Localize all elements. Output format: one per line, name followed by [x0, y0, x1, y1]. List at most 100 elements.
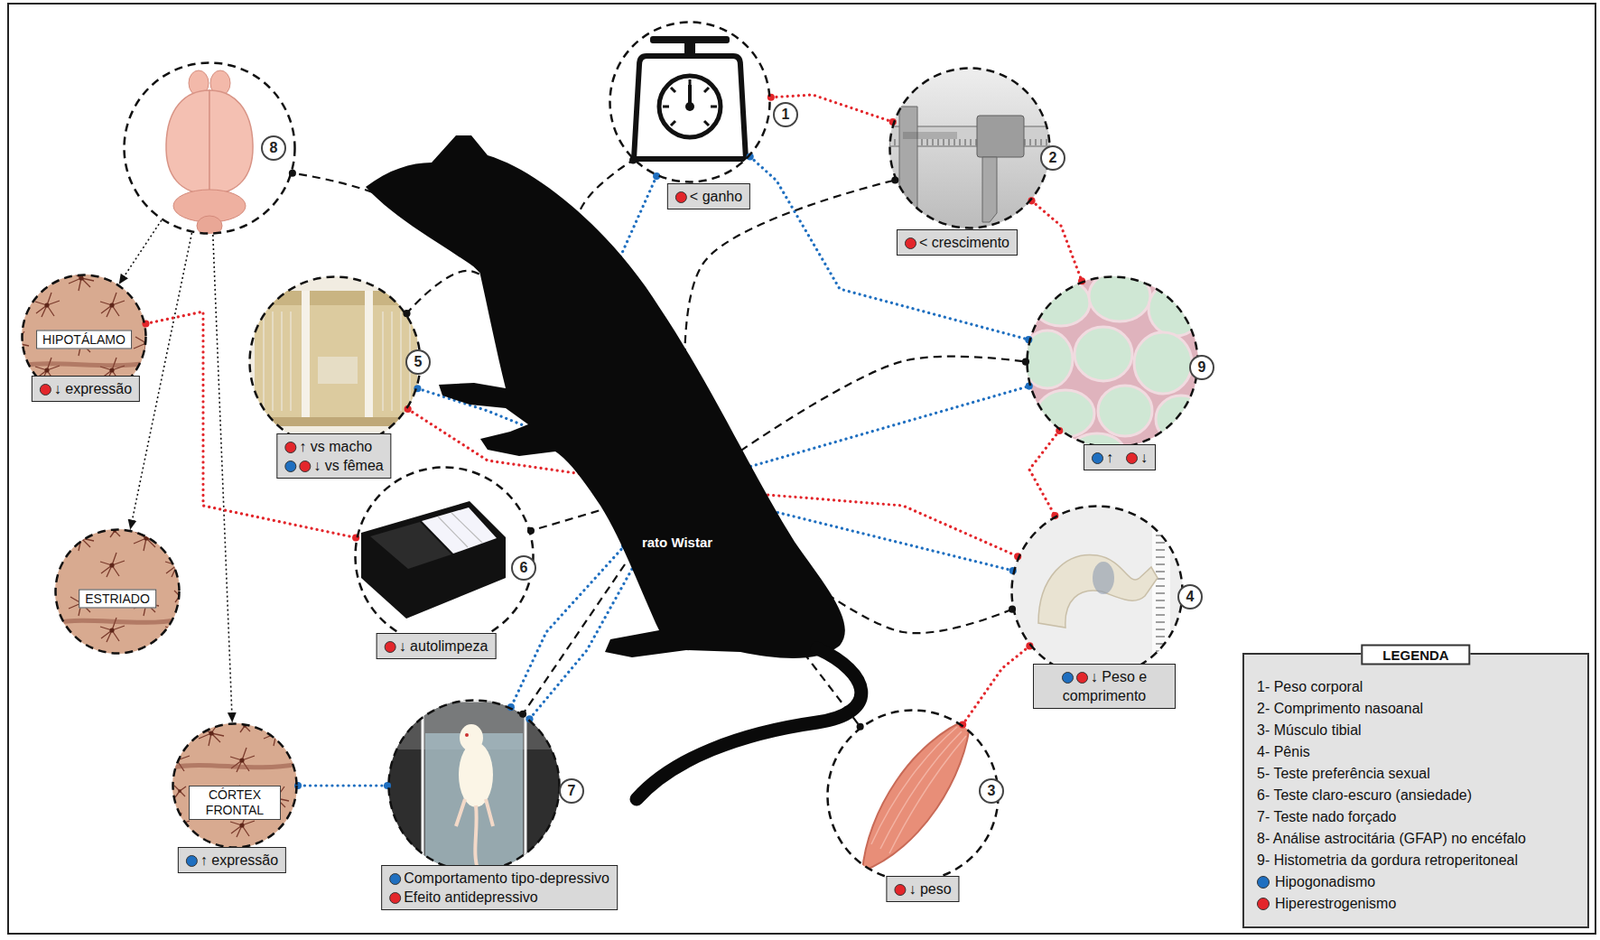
forced-swim-photo: [422, 700, 526, 882]
legend-swatch: [1256, 897, 1270, 911]
muscle-icon: [821, 704, 1007, 890]
region-circle: CÓRTEX FRONTAL↑ expressão: [171, 722, 298, 849]
circle-outline: [890, 68, 1051, 229]
scale-icon: [650, 36, 730, 44]
caption-line: ↑ vs macho: [284, 437, 383, 456]
caption-item: ↓ vs fêmea: [284, 457, 383, 474]
caption-item: ↓: [1125, 449, 1148, 466]
photo-circle: 8: [122, 61, 297, 235]
callout-circle: 7Comportamento tipo-depressivoEfeito ant…: [387, 698, 561, 873]
group-dot: [389, 873, 401, 885]
group-dot: [298, 460, 311, 473]
circle-outline: [608, 20, 772, 184]
circle-outline: [355, 467, 534, 646]
caliper-photo: [902, 131, 958, 140]
dotted-connector: [1029, 430, 1060, 516]
dotted-connector: [1032, 200, 1083, 281]
callout-circle: 2< crescimento: [888, 66, 1052, 230]
adipocyte-micrograph: [1022, 270, 1207, 470]
dashed-connector: [729, 356, 1026, 459]
preference-box-photo: [317, 356, 358, 384]
light-dark-box-photo: [352, 465, 538, 651]
caliper-photo: [899, 106, 918, 223]
caption-line: ↓ expressão: [39, 379, 132, 399]
legend-row: 1- Peso corporal: [1256, 676, 1575, 698]
group-dot: [186, 855, 198, 867]
caption-line: ↓ vs fêmea: [284, 455, 383, 475]
caption-text: ↓ expressão: [54, 381, 132, 397]
astrocyte-micrograph: [54, 619, 181, 624]
callout-circle: 3↓ peso: [826, 708, 1000, 883]
preference-box-photo: [254, 290, 418, 427]
adipocyte-micrograph: [1155, 395, 1207, 443]
circle-outline: [173, 724, 298, 848]
group-dot: [284, 441, 297, 454]
caption-box: < ganho: [667, 183, 751, 210]
forced-swim-photo: [458, 742, 494, 808]
muscle-icon: [871, 726, 967, 854]
scale-icon: [633, 36, 746, 159]
penis-photo: [1152, 505, 1171, 687]
penis-photo: [1006, 501, 1192, 687]
dotted-connector: [750, 156, 1030, 340]
dotted-connector: [729, 386, 1030, 474]
group-dot: [893, 883, 906, 896]
light-dark-box-photo: [421, 507, 497, 554]
legend-row: 4- Pênis: [1256, 741, 1575, 763]
circle-outline: [826, 708, 1000, 883]
adipocyte-micrograph: [1097, 385, 1153, 437]
caliper-photo: [884, 63, 1057, 235]
caption-text: Efeito antidepressivo: [403, 889, 539, 905]
caption-line: Comportamento tipo-depressivo: [389, 868, 610, 888]
region-circle: ESTRIADO: [54, 528, 181, 655]
scale-icon: [633, 55, 746, 159]
forced-swim-photo: [465, 733, 469, 737]
dotted-connector: [297, 783, 388, 787]
caption-text: ↓ Peso e comprimento: [1062, 669, 1147, 704]
callout-number: 7: [558, 778, 585, 804]
caption-text: ↑ expressão: [200, 852, 279, 868]
circle-outline: [888, 66, 1052, 230]
circle-outline: [1025, 275, 1200, 449]
scale-icon: [685, 102, 695, 112]
dashed-connector: [522, 564, 625, 715]
adipocyte-micrograph: [1134, 332, 1192, 394]
caption-item: ↑: [1091, 449, 1114, 466]
legend-row: 3- Músculo tibial: [1256, 719, 1575, 742]
caption-text: ↑ vs macho: [298, 438, 373, 455]
brain-photo: [209, 90, 253, 195]
caption-line: Efeito antidepressivo: [389, 887, 610, 907]
caption-box: ↓ autolimpeza: [376, 632, 497, 660]
group-dot: [675, 191, 688, 204]
preference-box-photo: [301, 290, 310, 427]
caliper-photo: [884, 63, 1057, 235]
penis-photo: [1006, 501, 1192, 687]
group-dot: [904, 237, 917, 250]
caption-box: ↓ peso: [885, 875, 959, 903]
adipocyte-micrograph: [1036, 390, 1095, 438]
penis-photo: [1038, 554, 1158, 628]
legend-row: Hiperestrogenismo: [1256, 893, 1575, 915]
preference-box-photo: [243, 270, 429, 456]
callout-circle: 6↓ autolimpeza: [353, 465, 535, 647]
scale-icon: [659, 75, 721, 138]
caption-text: < crescimento: [919, 234, 1010, 251]
callout-number: 3: [978, 778, 1005, 804]
node-label: rato Wistar: [641, 534, 713, 550]
caption-line: ↓ autolimpeza: [384, 636, 489, 656]
forced-swim-photo: [459, 724, 484, 752]
caption-text: ↓ vs fêmea: [313, 457, 383, 474]
astrocyte-micrograph: [55, 529, 180, 654]
caption-line: ↑ expressão: [186, 850, 279, 870]
legend-text: Hiperestrogenismo: [1274, 895, 1396, 912]
brain-photo: [117, 54, 303, 244]
preference-box-photo: [364, 290, 373, 427]
preference-box-photo: [263, 311, 410, 411]
group-dot: [384, 641, 397, 653]
caption-item: ↓ expressão: [39, 381, 132, 397]
group-dot: [39, 383, 52, 396]
dotted-connector: [962, 645, 1030, 725]
legend-row: 7- Teste nado forçado: [1256, 806, 1575, 828]
